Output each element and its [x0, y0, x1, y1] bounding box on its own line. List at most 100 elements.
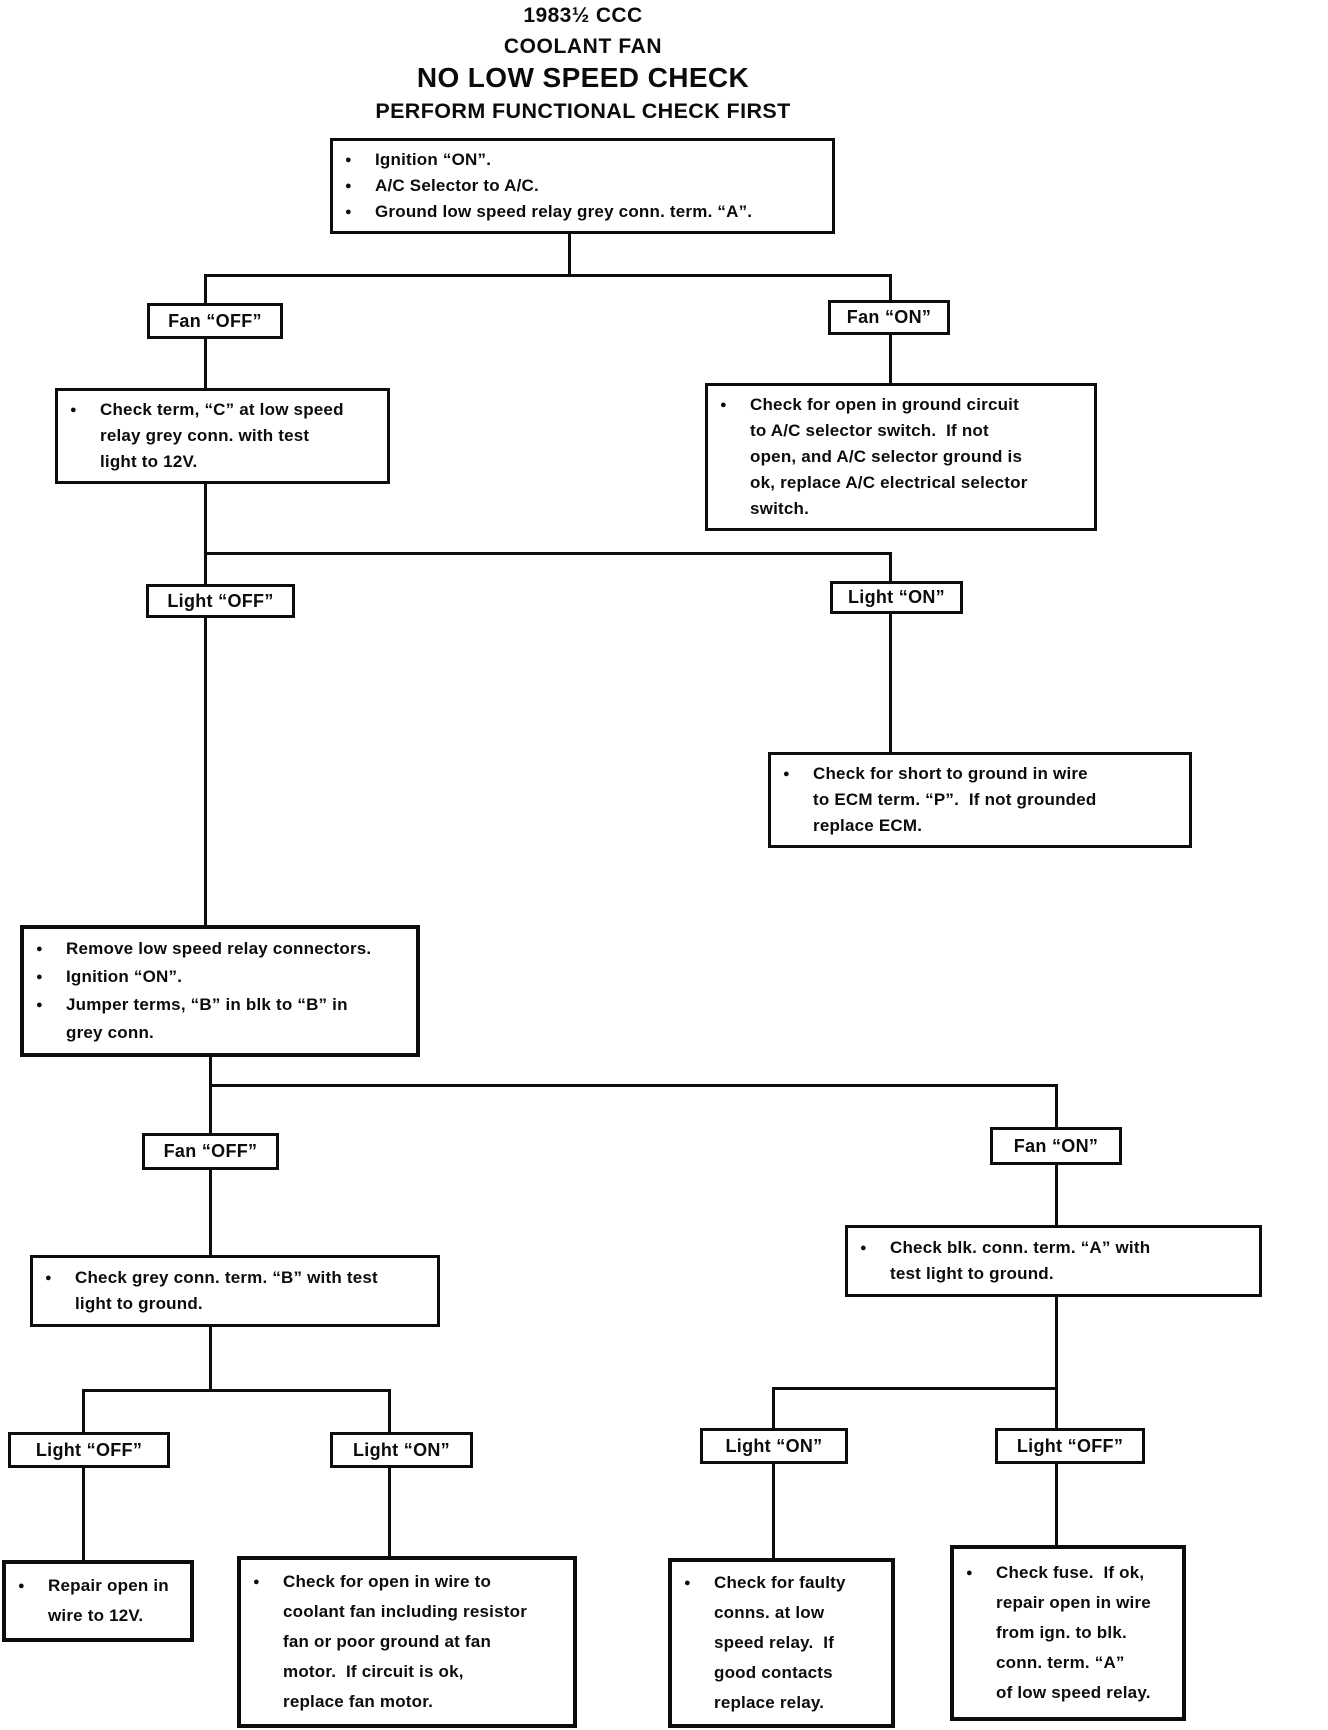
connector-line [772, 1387, 1058, 1390]
connector-line [204, 617, 207, 926]
connector-line [204, 552, 207, 585]
bullet-icon: ● [783, 768, 790, 780]
connector-line [209, 1084, 212, 1134]
node-label: Light “ON” [725, 1435, 823, 1456]
node-check-grey-term-b: ● Check grey conn. term. “B” with test l… [30, 1255, 440, 1327]
connector-line [209, 1084, 1058, 1087]
node-light-off-2: Light “OFF” [8, 1432, 170, 1468]
step-text: Check blk. conn. term. “A” with test lig… [890, 1238, 1151, 1283]
title-line-3: NO LOW SPEED CHECK [416, 62, 750, 93]
connector-line [772, 1463, 775, 1559]
bullet-icon: ● [345, 154, 352, 166]
title-line-1: 1983½ CCC [523, 4, 643, 27]
step-text: Check grey conn. term. “B” with test lig… [75, 1268, 378, 1313]
node-light-on-2: Light “ON” [330, 1432, 473, 1468]
step-text: Check for short to ground in wire to ECM… [813, 764, 1097, 835]
node-light-on-1: Light “ON” [830, 581, 963, 614]
step-item: ● Ground low speed relay grey conn. term… [345, 199, 824, 225]
connector-line [568, 233, 571, 276]
bullet-icon: ● [36, 943, 43, 955]
node-label: Fan “OFF” [168, 310, 262, 331]
connector-line [889, 552, 892, 582]
node-check-short-to-ecm: ● Check for short to ground in wire to E… [768, 752, 1192, 848]
node-light-on-3: Light “ON” [700, 1428, 848, 1464]
connector-line [209, 1055, 212, 1086]
node-jumper-relay: ● Remove low speed relay connectors. ● I… [20, 925, 420, 1057]
bullet-icon: ● [966, 1567, 973, 1579]
bullet-icon: ● [345, 180, 352, 192]
connector-line [889, 613, 892, 753]
connector-line [388, 1389, 391, 1433]
node-check-ground-circuit: ● Check for open in ground circuit to A/… [705, 383, 1097, 531]
title-line-2: COOLANT FAN [503, 35, 663, 58]
connector-line [204, 274, 892, 277]
step-text: Check for faulty conns. at low speed rel… [714, 1573, 846, 1712]
bullet-icon: ● [684, 1577, 691, 1589]
node-label: Light “OFF” [167, 590, 274, 611]
connector-line [209, 1326, 212, 1391]
node-fan-off-1: Fan “OFF” [147, 303, 283, 339]
bullet-icon: ● [18, 1580, 25, 1592]
connector-line [1055, 1296, 1058, 1390]
step-item: ● Check fuse. If ok, repair open in wire… [966, 1558, 1174, 1708]
connector-line [1055, 1463, 1058, 1546]
bullet-icon: ● [45, 1272, 52, 1284]
step-item: ● Check for short to ground in wire to E… [783, 761, 1181, 839]
step-text: Ignition “ON”. [66, 967, 183, 986]
node-check-open-fan-wire: ● Check for open in wire to coolant fan … [237, 1556, 577, 1728]
connector-line [204, 483, 207, 553]
step-item: ● A/C Selector to A/C. [345, 173, 824, 199]
node-check-fuse: ● Check fuse. If ok, repair open in wire… [950, 1545, 1186, 1721]
node-label: Fan “ON” [846, 307, 932, 327]
node-fan-off-2: Fan “OFF” [142, 1133, 279, 1170]
node-check-blk-term-a: ● Check blk. conn. term. “A” with test l… [845, 1225, 1262, 1297]
bullet-icon: ● [36, 999, 43, 1011]
connector-line [889, 334, 892, 384]
step-item: ● Check for open in wire to coolant fan … [253, 1567, 565, 1717]
node-light-off-1: Light “OFF” [146, 584, 295, 618]
step-text: Check for open in wire to coolant fan in… [283, 1572, 528, 1711]
bullet-icon: ● [345, 206, 352, 218]
step-text: Check term, “C” at low speed relay grey … [100, 400, 344, 471]
node-check-term-c: ● Check term, “C” at low speed relay gre… [55, 388, 390, 484]
connector-line [388, 1467, 391, 1557]
step-item: ● Jumper terms, “B” in blk to “B” in gre… [36, 991, 408, 1047]
node-label: Light “ON” [353, 1439, 450, 1460]
step-text: Jumper terms, “B” in blk to “B” in grey … [66, 995, 348, 1042]
connector-line [1055, 1387, 1058, 1429]
step-item: ● Check blk. conn. term. “A” with test l… [860, 1235, 1251, 1287]
node-label: Fan “OFF” [163, 1141, 258, 1161]
step-item: ● Remove low speed relay connectors. [36, 935, 408, 963]
bullet-icon: ● [36, 971, 43, 983]
step-text: Repair open in wire to 12V. [48, 1576, 169, 1625]
bullet-icon: ● [253, 1576, 260, 1588]
bullet-icon: ● [860, 1242, 867, 1254]
connector-line [204, 274, 207, 304]
step-text: Ground low speed relay grey conn. term. … [375, 202, 753, 221]
node-check-faulty-conns: ● Check for faulty conns. at low speed r… [668, 1558, 895, 1728]
connector-line [82, 1389, 391, 1392]
connector-line [889, 274, 892, 301]
node-repair-open-wire: ● Repair open in wire to 12V. [2, 1560, 194, 1642]
page-title: 1983½ CCC COOLANT FAN NO LOW SPEED CHECK… [0, 4, 1166, 124]
bullet-icon: ● [70, 404, 77, 416]
step-item: ● Repair open in wire to 12V. [18, 1571, 182, 1631]
step-item: ● Ignition “ON”. [345, 147, 824, 173]
node-label: Light “OFF” [1016, 1435, 1124, 1456]
node-label: Light “OFF” [35, 1439, 143, 1460]
step-item: ● Check for faulty conns. at low speed r… [684, 1568, 883, 1718]
node-fan-on-2: Fan “ON” [990, 1127, 1122, 1165]
node-fan-on-1: Fan “ON” [828, 300, 950, 335]
step-item: ● Ignition “ON”. [36, 963, 408, 991]
step-text: Remove low speed relay connectors. [66, 939, 372, 958]
connector-line [1055, 1084, 1058, 1128]
step-item: ● Check grey conn. term. “B” with test l… [45, 1265, 429, 1317]
step-text: Check fuse. If ok, repair open in wire f… [996, 1563, 1151, 1702]
connector-line [772, 1387, 775, 1429]
connector-line [209, 1169, 212, 1256]
connector-line [204, 552, 892, 555]
connector-line [82, 1389, 85, 1433]
node-label: Light “ON” [848, 587, 945, 607]
connector-line [1055, 1164, 1058, 1226]
